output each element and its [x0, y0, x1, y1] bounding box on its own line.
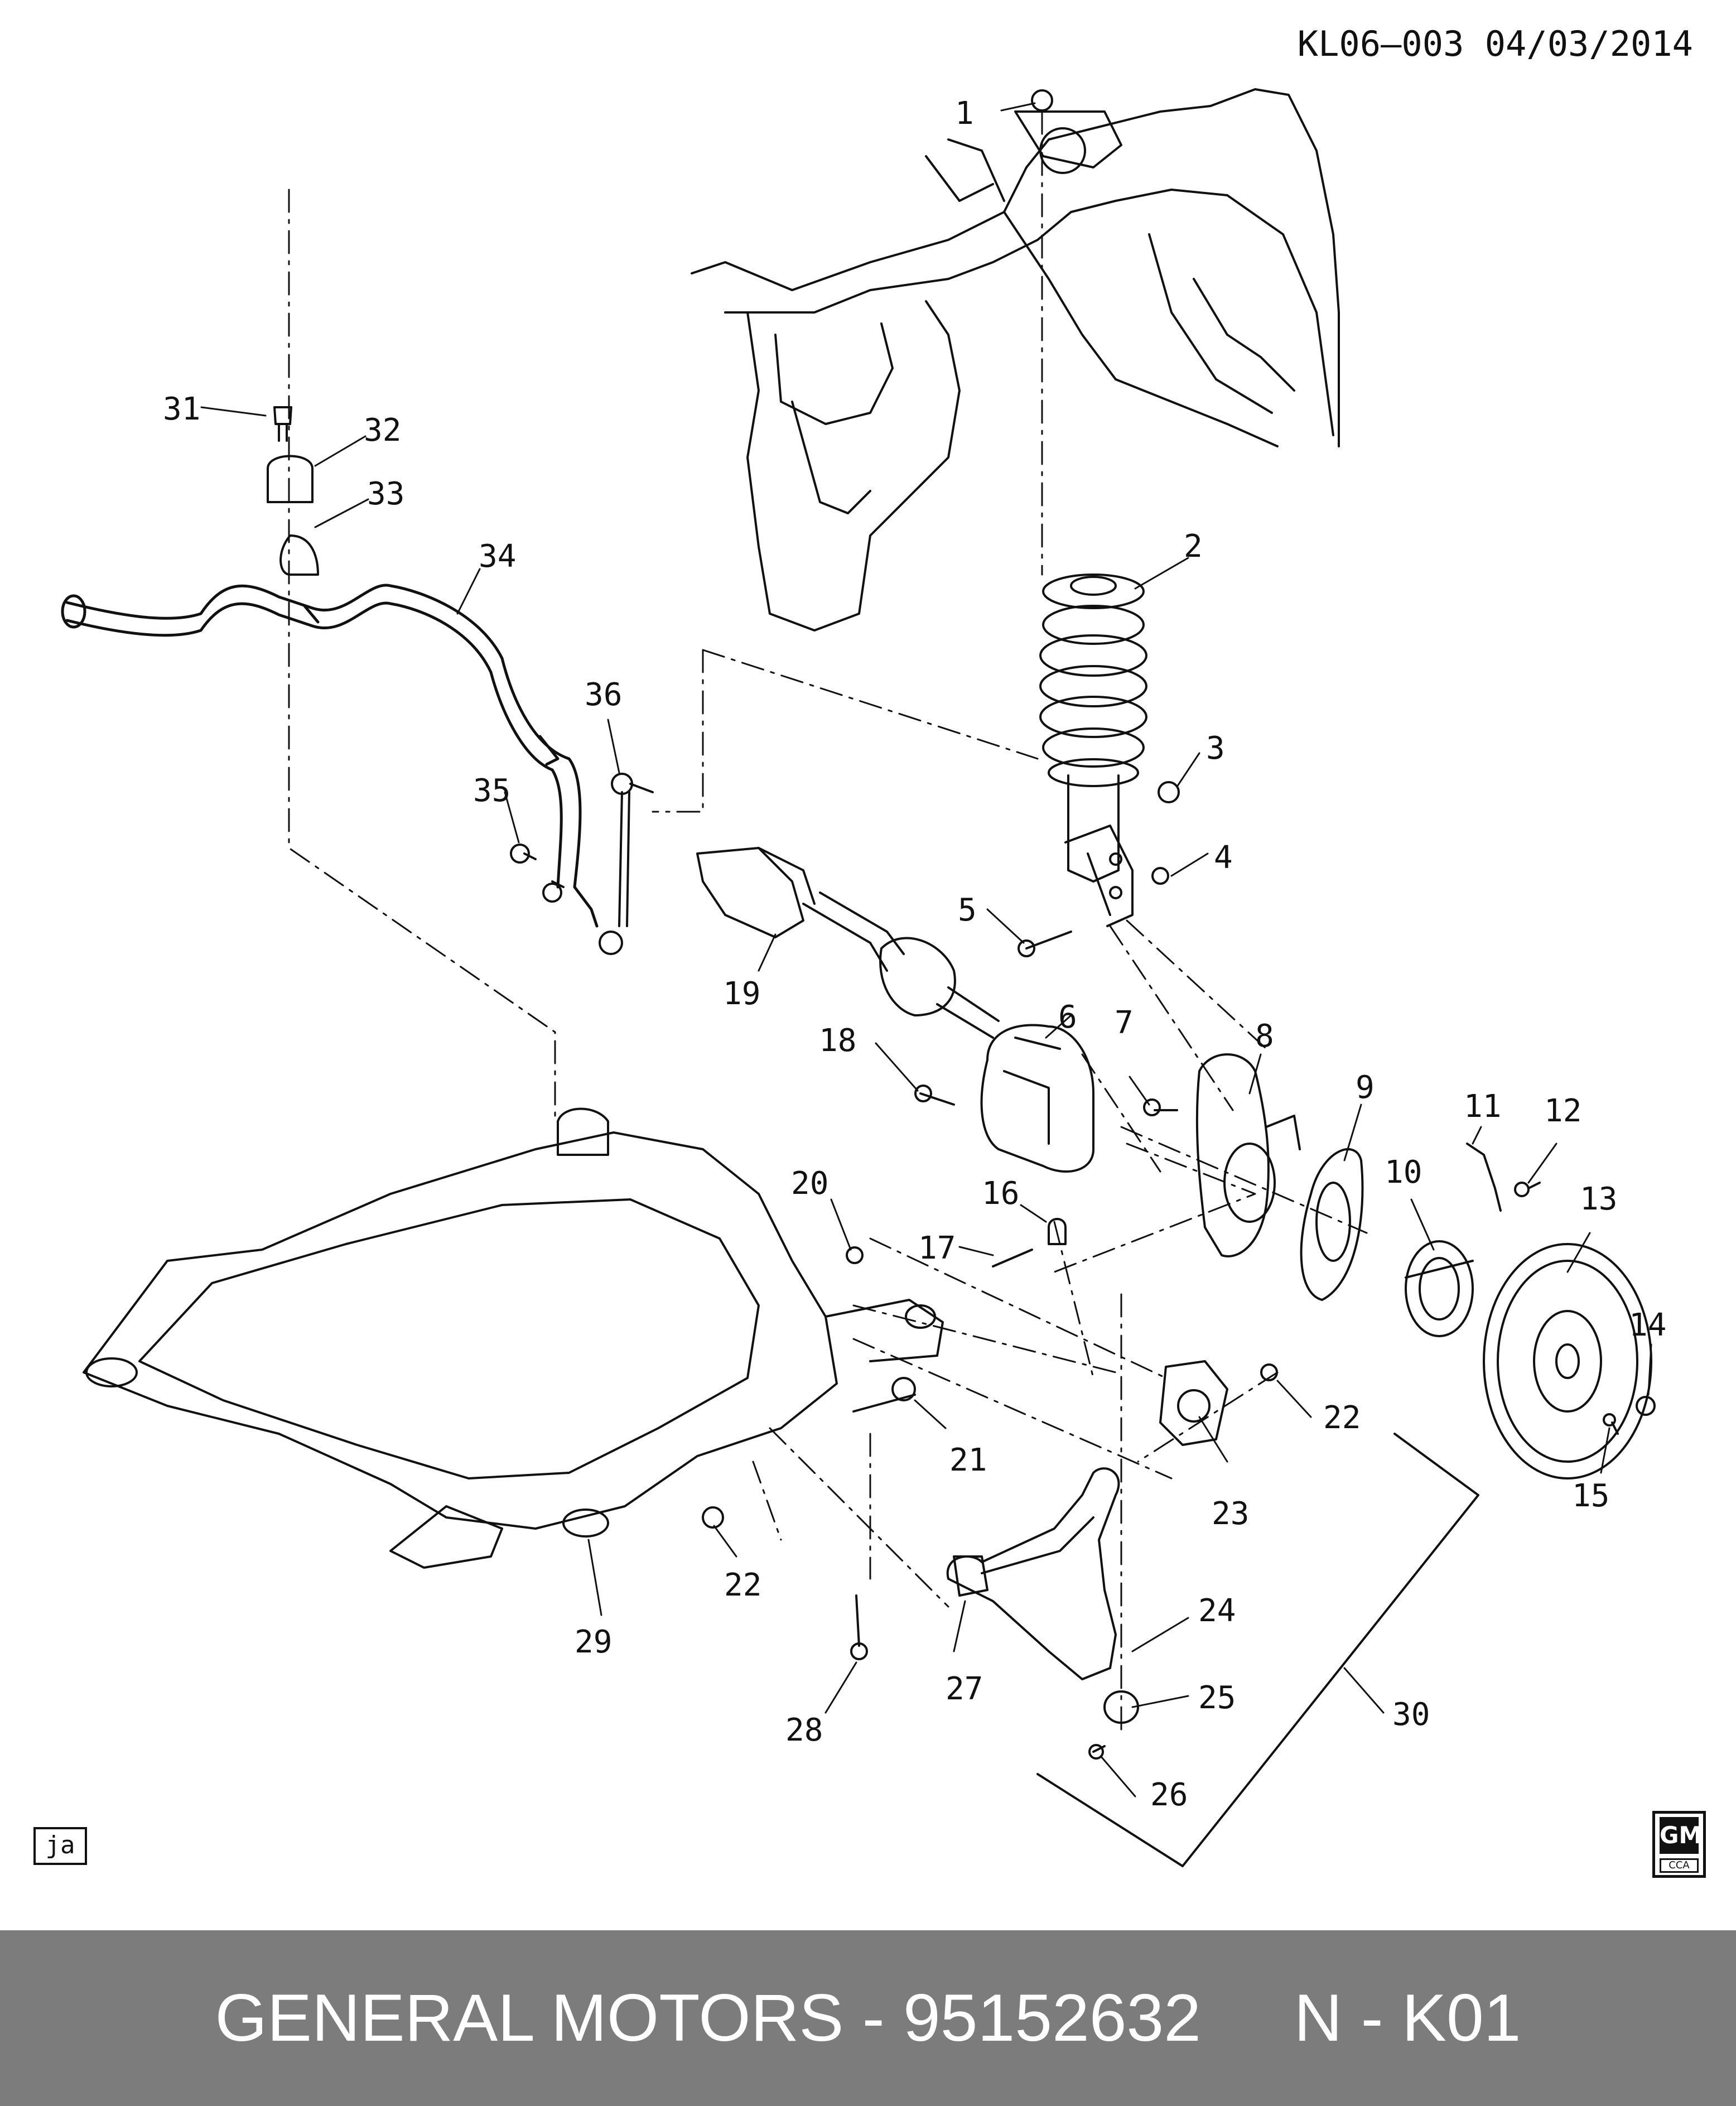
callout-9: 9: [1356, 1069, 1375, 1106]
front-crossmember: [83, 1107, 944, 1569]
drawing-reference: KL06–003 04/03/2014: [1297, 23, 1693, 64]
callout-26: 26: [1150, 1777, 1188, 1813]
callout-22-left: 22: [724, 1567, 761, 1603]
callout-10: 10: [1385, 1154, 1422, 1191]
callout-13: 13: [1580, 1181, 1617, 1217]
callout-12: 12: [1544, 1093, 1581, 1129]
stabilizer-bar: [61, 584, 599, 928]
language-badge: ja: [33, 1827, 87, 1865]
gm-logo: GM CCA: [1652, 1811, 1706, 1878]
footer-caption: GENERAL MOTORS - 95152632 N - K01: [0, 1930, 1736, 2106]
callout-34: 34: [479, 538, 516, 575]
callout-21: 21: [949, 1442, 987, 1478]
callout-27: 27: [946, 1671, 983, 1707]
body-structure: [691, 88, 1340, 632]
callout-8: 8: [1255, 1018, 1274, 1054]
callout-18: 18: [819, 1023, 856, 1059]
steering-knuckle: [1195, 1053, 1301, 1257]
group-bracket: [1036, 1433, 1479, 1867]
callout-3: 3: [1206, 730, 1225, 767]
brake-caliper: [980, 1024, 1094, 1173]
callout-15: 15: [1572, 1478, 1609, 1514]
drive-axle: [696, 847, 1000, 1039]
callout-25: 25: [1198, 1680, 1236, 1716]
bar-bracket-parts: [267, 406, 319, 576]
callout-22-right: 22: [1323, 1400, 1361, 1436]
callout-leaders: [200, 102, 1652, 1797]
splash-shield: [1300, 1148, 1364, 1301]
callout-14: 14: [1629, 1307, 1666, 1343]
callout-20: 20: [791, 1165, 828, 1202]
callout-36: 36: [585, 677, 622, 713]
wheel-hub: [1405, 1143, 1541, 1337]
callout-5: 5: [958, 892, 977, 928]
callout-17: 17: [918, 1230, 956, 1266]
callout-11: 11: [1464, 1088, 1501, 1125]
callout-6: 6: [1058, 999, 1077, 1035]
gm-logo-mark: GM: [1660, 1817, 1702, 1854]
callout-28: 28: [785, 1712, 823, 1748]
callout-19: 19: [723, 976, 760, 1012]
callout-33: 33: [367, 476, 404, 512]
gm-logo-cca: CCA: [1660, 1858, 1699, 1873]
brake-rotor: [1483, 1243, 1652, 1479]
callout-32: 32: [364, 412, 401, 449]
callout-2: 2: [1184, 528, 1203, 565]
stabilizer-link: [523, 773, 654, 955]
strut-spring-assembly: [1039, 574, 1147, 927]
callout-23: 23: [1212, 1496, 1249, 1532]
callout-29: 29: [575, 1624, 612, 1660]
callout-31: 31: [163, 391, 200, 427]
callout-24: 24: [1198, 1593, 1236, 1629]
callout-1: 1: [955, 95, 974, 132]
fasteners: [510, 89, 1656, 1760]
callout-35: 35: [473, 773, 510, 809]
callout-30: 30: [1392, 1697, 1430, 1733]
lower-control-arm: [946, 1360, 1228, 1724]
callout-4: 4: [1214, 840, 1233, 876]
callout-7: 7: [1115, 1005, 1134, 1041]
leader-lines: [288, 110, 1368, 1731]
callout-labels: 1 2 3 4 5 6 7 8 9 10 11 12 13 14 15 16 1…: [163, 95, 1666, 1813]
callout-16: 16: [982, 1175, 1019, 1212]
exploded-suspension-diagram: 1 2 3 4 5 6 7 8 9 10 11 12 13 14 15 16 1…: [61, 88, 1666, 1867]
